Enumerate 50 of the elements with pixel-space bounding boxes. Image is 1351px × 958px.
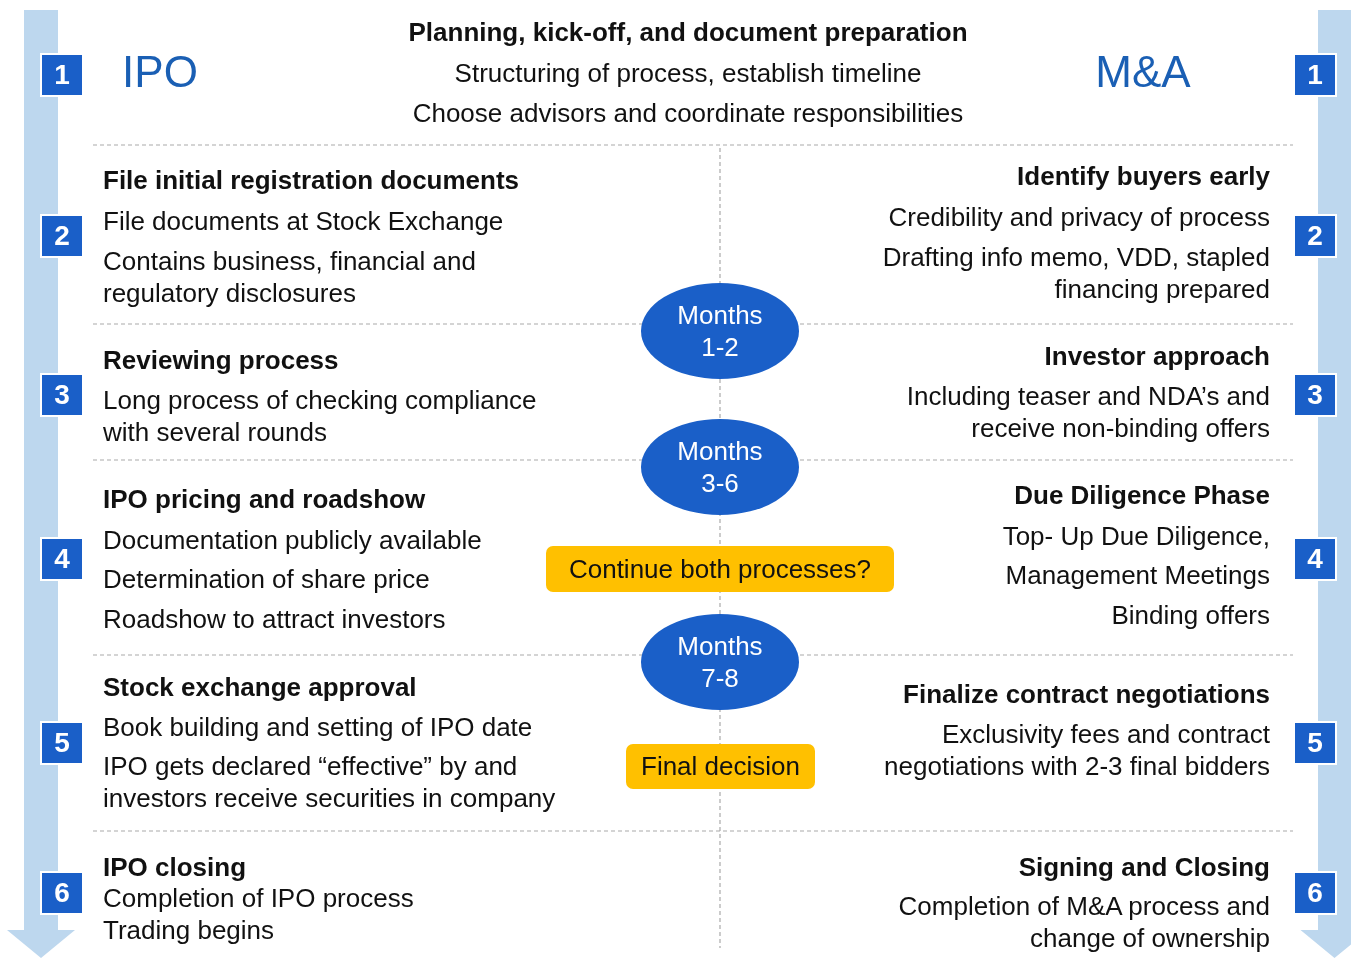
step-number-badge: 3 — [1293, 373, 1337, 417]
timeline-oval: Months 7-8 — [641, 614, 799, 710]
step-description: Management Meetings — [1005, 560, 1270, 590]
step-description: Long process of checking compliance with several rounds — [103, 385, 537, 447]
step-description: Drafting info memo, VDD, stapled financing prepared — [882, 242, 1270, 304]
step-description: Book building and setting of IPO date — [103, 712, 533, 742]
step-description: Contains business, financial and regulatory disclosures — [103, 246, 476, 308]
step-description: Roadshow to attract investors — [103, 604, 446, 634]
step-description: Completion of M&A process and change of ownership — [898, 891, 1270, 953]
step-description: Determination of share price — [103, 564, 430, 594]
step-description: File documents at Stock Exchange — [103, 206, 504, 236]
step-number-badge: 3 — [40, 373, 84, 417]
step-heading: Signing and Closing — [1018, 852, 1270, 882]
decision-box: Final decision — [626, 744, 815, 789]
step-heading: File initial registration documents — [103, 165, 520, 195]
timeline-oval: Months 1-2 — [641, 283, 799, 379]
step-description: Completion of IPO process — [103, 883, 414, 913]
step-heading: Finalize contract negotiations — [903, 679, 1270, 709]
step-number-badge: 1 — [1293, 53, 1337, 97]
step-description: Trading begins — [103, 915, 275, 945]
step-heading: Stock exchange approval — [103, 672, 417, 702]
step-heading: Investor approach — [1044, 341, 1270, 371]
step-number-badge: 4 — [40, 537, 84, 581]
step-description: Top- Up Due Diligence, — [1002, 521, 1270, 551]
step-description: Structuring of process, establish timeline — [454, 58, 922, 88]
step-heading: IPO closing — [103, 852, 247, 882]
step-number-badge: 2 — [1293, 214, 1337, 258]
step-description: Documentation publicly available — [103, 525, 482, 555]
process-title: M&A — [1095, 47, 1191, 96]
timeline-oval: Months 3-6 — [641, 419, 799, 515]
step-heading: Planning, kick-off, and document preparation — [408, 17, 968, 47]
step-number-badge: 6 — [40, 871, 84, 915]
step-number-badge: 4 — [1293, 537, 1337, 581]
step-description: Exclusivity fees and contract negotiations with 2-3 final bidders — [884, 719, 1270, 781]
step-description: IPO gets declared “effective” by and investors receive securities in company — [103, 751, 556, 813]
step-description: Including teaser and NDA’s and receive non-binding offers — [906, 381, 1270, 443]
step-number-badge: 6 — [1293, 871, 1337, 915]
step-description: Binding offers — [1111, 600, 1270, 630]
step-number-badge: 2 — [40, 214, 84, 258]
step-heading: Reviewing process — [103, 345, 339, 375]
process-title: IPO — [122, 47, 198, 96]
decision-box: Continue both processes? — [546, 546, 894, 592]
step-description: Choose advisors and coordinate responsibilities — [412, 98, 964, 128]
step-number-badge: 5 — [40, 721, 84, 765]
step-number-badge: 1 — [40, 53, 84, 97]
step-heading: IPO pricing and roadshow — [103, 484, 426, 514]
step-heading: Identify buyers early — [1017, 161, 1270, 191]
step-number-badge: 5 — [1293, 721, 1337, 765]
step-heading: Due Diligence Phase — [1014, 480, 1270, 510]
step-description: Credibility and privacy of process — [888, 202, 1270, 232]
